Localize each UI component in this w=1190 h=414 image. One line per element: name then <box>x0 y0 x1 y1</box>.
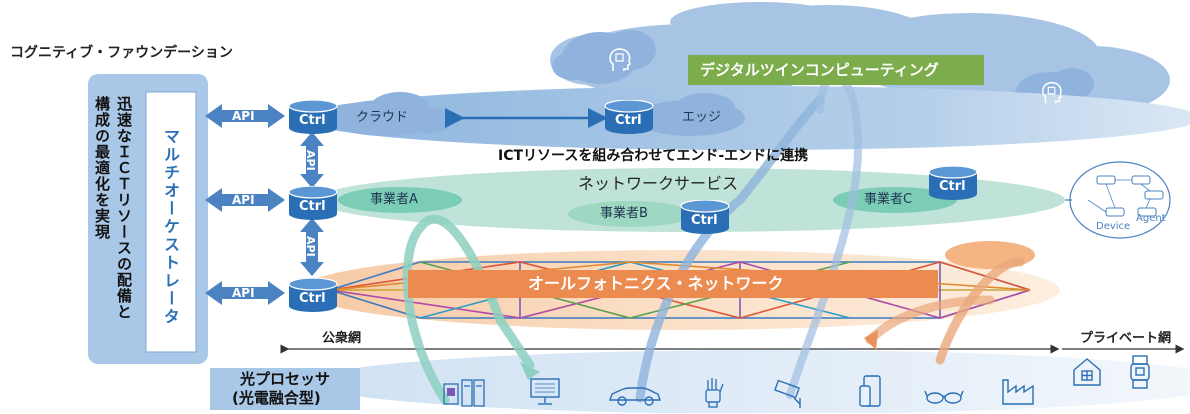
robot-hand-icon <box>700 376 726 408</box>
ctrl-label: Ctrl <box>615 113 642 128</box>
ctrl-label: Ctrl <box>299 113 326 128</box>
cloud-label: クラウド <box>356 110 409 125</box>
glasses-icon <box>924 384 964 408</box>
operator-a-label: 事業者A <box>370 192 418 207</box>
device-label: Device <box>1096 221 1131 232</box>
operator-c-label: 事業者C <box>864 192 913 207</box>
panel-text-col2: 構成の最適化を実現 <box>93 96 111 240</box>
ai-head-icon <box>1038 78 1066 106</box>
apn-label: オールフォトニクス・ネットワーク <box>528 274 784 293</box>
apn-bar: オールフォトニクス・ネットワーク <box>408 270 938 298</box>
ict-caption: ICTリソースを組み合わせてエンド-エンドに連携 <box>498 148 809 164</box>
ctrl-label: Ctrl <box>939 179 966 194</box>
api-label-vertical-1: API <box>304 150 317 171</box>
device-agent-links <box>1087 179 1151 213</box>
ctrl-cylinder-top: Ctrl <box>288 99 338 134</box>
flow-arrowhead-c <box>864 330 878 350</box>
api-arrows-horizontal <box>205 104 285 305</box>
digital-twin-box: デジタルツインコンピューティング <box>688 55 984 85</box>
api-arrows-vertical <box>300 132 324 276</box>
ctrl-cylinder-operator-c: Ctrl <box>928 165 978 200</box>
house-icon <box>1070 356 1104 388</box>
edge-label: エッジ <box>682 110 722 125</box>
network-service-label: ネットワークサービス <box>578 174 739 193</box>
operator-b-label: 事業者B <box>600 206 648 221</box>
ctrl-label: Ctrl <box>691 213 718 228</box>
operator-b-shape <box>568 201 692 227</box>
cloud-shape <box>330 92 454 136</box>
smartphone-icon <box>856 372 886 410</box>
server-icon <box>440 378 488 408</box>
diagram-title: コグニティブ・ファウンデーション <box>10 45 233 61</box>
smartwatch-icon <box>1128 354 1152 390</box>
agent-label: Agent <box>1136 213 1166 224</box>
ctrl-label: Ctrl <box>299 199 326 214</box>
optical-processor-line2: (光電融合型) <box>232 389 321 407</box>
ai-head-icon <box>605 44 635 74</box>
api-label-vertical-2: API <box>304 236 317 257</box>
ctrl-cylinder-middle: Ctrl <box>288 185 338 220</box>
orchestrator-box <box>145 91 197 353</box>
network-service-band <box>315 168 1065 232</box>
panel-text-col1: 迅速なＩＣＴリソースの配備と <box>115 96 133 320</box>
public-network-label: 公衆網 <box>322 331 362 346</box>
ai-cloud-left <box>552 30 656 84</box>
operator-a-shape <box>338 187 462 213</box>
orchestrator-label: マルチオーケストレータ <box>161 128 180 326</box>
edge-shape <box>635 93 745 136</box>
cloud-edge-band <box>300 86 1190 150</box>
digital-twin-label: デジタルツインコンピューティング <box>700 61 939 79</box>
private-network-label: プライベート網 <box>1080 331 1172 346</box>
optical-processor-line1: 光プロセッサ <box>240 370 331 388</box>
ctrl-cylinder-operator-b: Ctrl <box>680 199 730 234</box>
camera-icon <box>770 378 810 410</box>
optical-processor-box: 光プロセッサ (光電融合型) <box>210 368 360 410</box>
ctrl-cylinder-edge: Ctrl <box>604 99 654 134</box>
api-label-top: API <box>232 109 255 123</box>
api-label-bottom: API <box>232 286 255 300</box>
monitor-icon <box>528 376 562 408</box>
ctrl-label: Ctrl <box>299 291 326 306</box>
car-icon <box>606 382 664 408</box>
ctrl-cylinder-bottom: Ctrl <box>288 277 338 312</box>
api-label-middle: API <box>232 193 255 207</box>
factory-icon <box>1000 374 1036 408</box>
operator-c-shape <box>833 187 957 213</box>
flow-arrowhead-a <box>520 362 540 380</box>
